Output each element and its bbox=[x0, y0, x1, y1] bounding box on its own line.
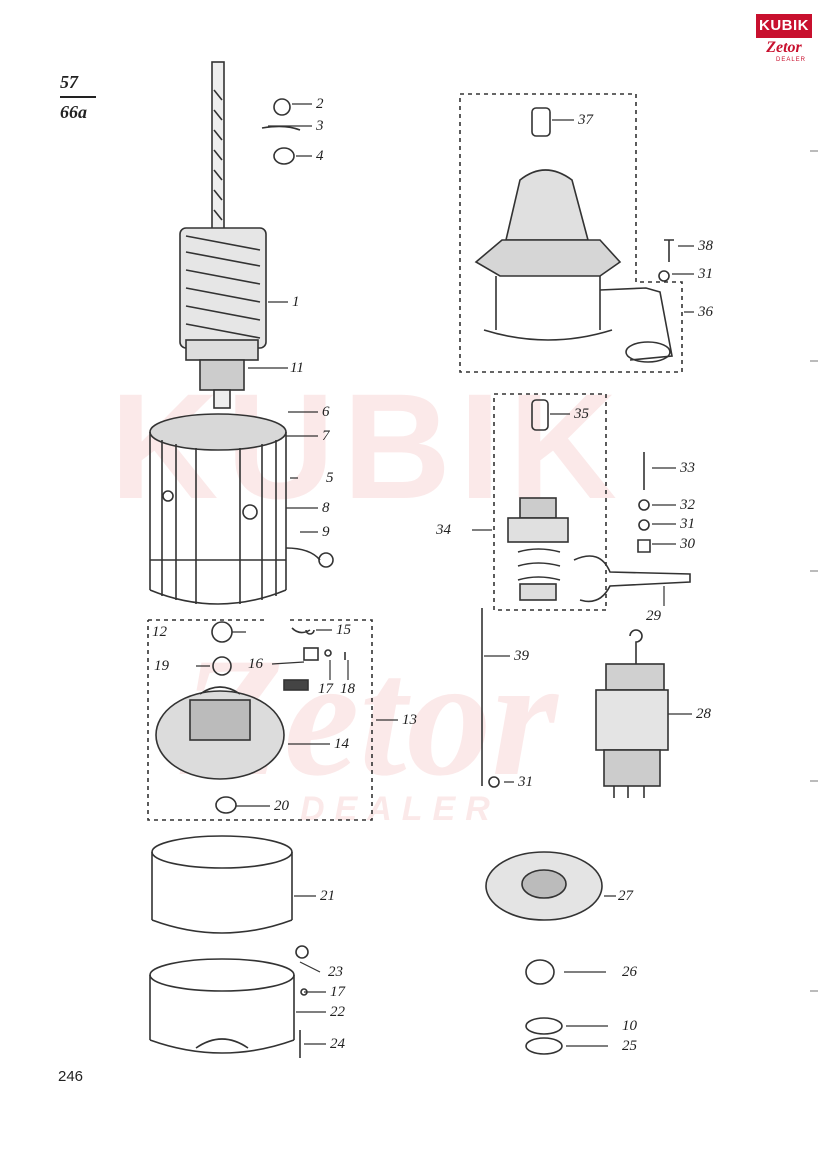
washer-12 bbox=[211, 621, 233, 643]
callout-37: 37 bbox=[578, 112, 593, 128]
callout-22: 22 bbox=[330, 1004, 345, 1020]
logo-dealer: DEALER bbox=[776, 57, 807, 63]
callout-39: 39 bbox=[514, 648, 529, 664]
callout-15: 15 bbox=[336, 622, 351, 638]
brand-logo: KUBIK Zetor DEALER bbox=[756, 14, 812, 66]
bolt-38 bbox=[664, 239, 674, 262]
edge-mark bbox=[810, 780, 818, 782]
stator-housing-drawing bbox=[149, 413, 334, 605]
group-34-box bbox=[493, 393, 607, 611]
washer-17 bbox=[324, 649, 332, 657]
edge-mark bbox=[810, 990, 818, 992]
pinion-drawing bbox=[507, 497, 569, 601]
washer-19 bbox=[212, 656, 232, 676]
spring-15 bbox=[291, 627, 315, 635]
brush-18 bbox=[283, 679, 309, 691]
nut-30 bbox=[637, 539, 651, 553]
callout-12: 12 bbox=[152, 624, 167, 640]
callout-8: 8 bbox=[322, 500, 330, 516]
leader-lines bbox=[196, 103, 694, 1047]
callout-20: 20 bbox=[274, 798, 289, 814]
callout-27: 27 bbox=[618, 888, 633, 904]
callout-28: 28 bbox=[696, 706, 711, 722]
group-36-box bbox=[459, 93, 683, 373]
edge-mark bbox=[810, 150, 818, 152]
sheet-denominator: 66a bbox=[60, 102, 87, 122]
callout-16: 16 bbox=[248, 656, 263, 672]
spring-10-25 bbox=[525, 1017, 563, 1055]
callout-4: 4 bbox=[316, 148, 324, 164]
bushing-37 bbox=[531, 107, 551, 137]
callout-6: 6 bbox=[322, 404, 330, 420]
callout-21: 21 bbox=[320, 888, 335, 904]
edge-mark bbox=[810, 360, 818, 362]
solenoid-28-drawing bbox=[595, 629, 669, 798]
nut-4 bbox=[273, 147, 295, 165]
washer-31b bbox=[638, 519, 650, 531]
logo-kubik: KUBIK bbox=[756, 14, 812, 38]
callout-34: 34 bbox=[436, 522, 451, 538]
callout-18: 18 bbox=[340, 681, 355, 697]
pin-3 bbox=[261, 125, 301, 131]
callout-19: 19 bbox=[154, 658, 169, 674]
callout-2: 2 bbox=[316, 96, 324, 112]
page-number: 246 bbox=[58, 1068, 84, 1085]
callout-31c: 31 bbox=[518, 774, 533, 790]
edge-mark bbox=[810, 570, 818, 572]
armature-drawing bbox=[179, 61, 267, 409]
holder-16 bbox=[303, 647, 319, 661]
cap-27-drawing bbox=[485, 851, 603, 921]
sheet-numerator: 57 bbox=[60, 72, 78, 92]
washer-31c bbox=[488, 776, 500, 788]
bushing-20 bbox=[215, 796, 237, 814]
callout-10: 10 bbox=[622, 1018, 637, 1034]
callout-5: 5 bbox=[326, 470, 334, 486]
group-13-box bbox=[147, 619, 373, 821]
callout-29: 29 bbox=[646, 608, 661, 624]
logo-zetor: Zetor bbox=[766, 39, 802, 56]
bushing-35 bbox=[531, 399, 549, 431]
callout-14: 14 bbox=[334, 736, 349, 752]
fork-lever-29 bbox=[573, 555, 691, 603]
callout-35: 35 bbox=[574, 406, 589, 422]
callout-11: 11 bbox=[290, 360, 304, 376]
fraction-bar bbox=[60, 96, 96, 98]
callout-31b: 31 bbox=[680, 516, 695, 532]
callout-17: 17 bbox=[318, 681, 333, 697]
callout-7: 7 bbox=[322, 428, 330, 444]
callout-17b: 17 bbox=[330, 984, 345, 1000]
callout-38: 38 bbox=[698, 238, 713, 254]
callout-31a: 31 bbox=[698, 266, 713, 282]
callout-33: 33 bbox=[680, 460, 695, 476]
nut-23 bbox=[295, 945, 309, 959]
callout-26: 26 bbox=[622, 964, 637, 980]
callout-32: 32 bbox=[680, 497, 695, 513]
end-plate-drawing bbox=[155, 686, 285, 780]
callout-3: 3 bbox=[316, 118, 324, 134]
callout-24: 24 bbox=[330, 1036, 345, 1052]
callout-23: 23 bbox=[328, 964, 343, 980]
callout-25: 25 bbox=[622, 1038, 637, 1054]
callout-36: 36 bbox=[698, 304, 713, 320]
cover-band-22 bbox=[149, 958, 295, 1054]
callout-13: 13 bbox=[402, 712, 417, 728]
callout-30: 30 bbox=[680, 536, 695, 552]
washer-31a bbox=[658, 270, 670, 282]
cover-band-21 bbox=[151, 835, 293, 934]
drive-housing-drawing bbox=[474, 169, 673, 363]
ring-2 bbox=[273, 98, 291, 116]
washer-32 bbox=[638, 499, 650, 511]
plug-26 bbox=[525, 959, 555, 985]
callout-9: 9 bbox=[322, 524, 330, 540]
callout-1: 1 bbox=[292, 294, 300, 310]
